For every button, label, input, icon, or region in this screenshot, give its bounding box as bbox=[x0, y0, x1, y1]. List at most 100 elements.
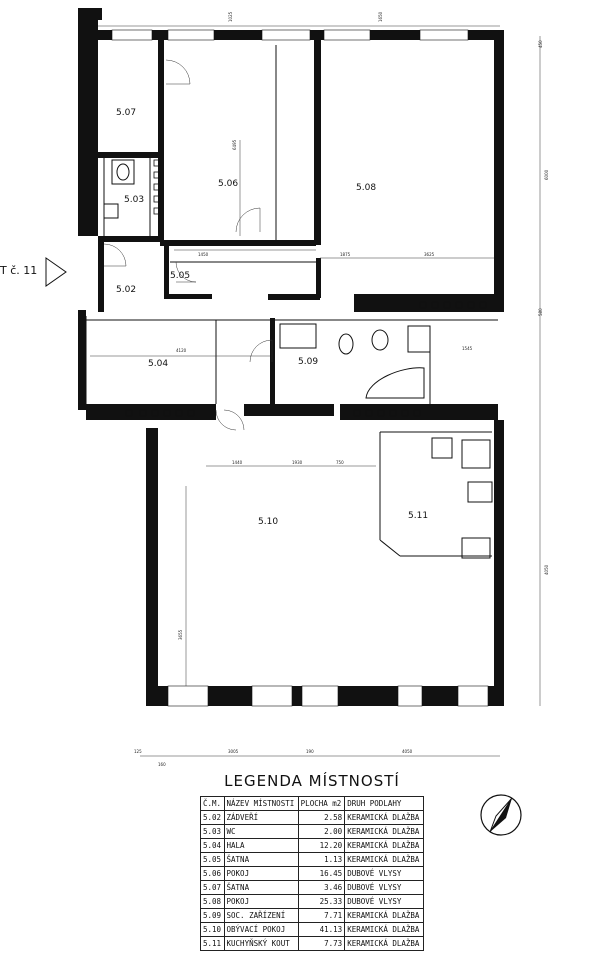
legend-cell: 41.13 bbox=[297, 922, 346, 937]
room-label-5-10: 5.10 bbox=[258, 517, 278, 527]
legend-header-row: Č.M. NÁZEV MÍSTNOSTI PLOCHA m2 DRUH PODL… bbox=[200, 796, 424, 811]
legend-cell: WC bbox=[223, 824, 299, 839]
room-label-5-09: 5.09 bbox=[298, 357, 318, 367]
legend-cell: 5.02 bbox=[200, 810, 225, 825]
legend-table: Č.M. NÁZEV MÍSTNOSTI PLOCHA m2 DRUH PODL… bbox=[200, 796, 424, 951]
walls bbox=[78, 8, 504, 706]
dim-1440: 1440 bbox=[232, 460, 243, 465]
dim-4120: 4120 bbox=[176, 348, 187, 353]
dimension-lines bbox=[90, 25, 541, 757]
room-label-5-03: 5.03 bbox=[124, 195, 144, 205]
fixtures bbox=[103, 159, 493, 559]
legend-cell: ŠATNA bbox=[223, 852, 299, 867]
windows bbox=[111, 29, 489, 707]
dim-750: 750 bbox=[336, 460, 344, 465]
legend-cell: KERAMICKÁ DLAŽBA bbox=[344, 908, 424, 923]
dim-580: 580 bbox=[538, 308, 543, 316]
legend-cell: OBÝVACÍ POKOJ bbox=[223, 922, 299, 937]
dim-right-a: 6000 bbox=[544, 169, 549, 180]
legend-cell: 5.04 bbox=[200, 838, 225, 853]
entry-label: T č. 11 bbox=[0, 264, 38, 277]
legend-cell: POKOJ bbox=[223, 866, 299, 881]
legend-header-cell: DRUH PODLAHY bbox=[344, 796, 424, 811]
legend-cell: 5.09 bbox=[200, 908, 225, 923]
room-label-5-07: 5.07 bbox=[116, 108, 136, 118]
dim-top-b: 1650 bbox=[378, 11, 383, 22]
legend-cell: HALA bbox=[223, 838, 299, 853]
room-label-5-06: 5.06 bbox=[218, 179, 238, 189]
legend-cell: 7.73 bbox=[297, 936, 346, 951]
legend-cell: KERAMICKÁ DLAŽBA bbox=[344, 936, 424, 951]
dim-450: 450 bbox=[538, 40, 543, 48]
dim-bottom-d: 125 bbox=[134, 749, 142, 754]
room-label-5-08: 5.08 bbox=[356, 183, 376, 193]
floor-plan: 5.02 5.03 5.04 5.05 5.06 5.07 5.08 5.09 … bbox=[45, 8, 549, 767]
dim-1930: 1930 bbox=[292, 460, 303, 465]
legend-cell: 16.45 bbox=[297, 866, 346, 881]
dim-right-b: 4050 bbox=[544, 564, 549, 575]
dim-bottom-e: 160 bbox=[158, 762, 166, 767]
north-arrow-icon bbox=[480, 794, 522, 836]
room-label-5-05: 5.05 bbox=[170, 271, 190, 281]
legend-cell: 5.10 bbox=[200, 922, 225, 937]
legend-cell: 1.13 bbox=[297, 852, 346, 867]
legend-cell: KERAMICKÁ DLAŽBA bbox=[344, 838, 424, 853]
dim-bottom-a: 3005 bbox=[228, 749, 239, 754]
dim-3625: 3625 bbox=[424, 252, 435, 257]
legend-cell: 12.20 bbox=[297, 838, 346, 853]
room-label-5-02: 5.02 bbox=[116, 285, 136, 295]
legend-cell: 5.03 bbox=[200, 824, 225, 839]
legend-cell: 5.06 bbox=[200, 866, 225, 881]
legend-cell: 5.07 bbox=[200, 880, 225, 895]
vent-blocks bbox=[125, 159, 487, 417]
legend-cell: ŠATNA bbox=[223, 880, 299, 895]
legend-cell: DUBOVÉ VLYSY bbox=[344, 866, 424, 881]
legend-cell: KERAMICKÁ DLAŽBA bbox=[344, 810, 424, 825]
legend-header-cell: Č.M. bbox=[200, 796, 225, 811]
legend-cell: SOC. ZAŘÍZENÍ bbox=[223, 908, 299, 923]
dim-bottom-c: 190 bbox=[306, 749, 314, 754]
dim-1545: 1545 bbox=[462, 346, 473, 351]
room-label-5-04: 5.04 bbox=[148, 359, 168, 369]
legend-cell: 5.05 bbox=[200, 852, 225, 867]
dim-bottom-b: 4050 bbox=[402, 749, 413, 754]
dim-1875: 1875 bbox=[340, 252, 351, 257]
interior-lines bbox=[85, 45, 498, 557]
room-label-5-11: 5.11 bbox=[408, 511, 428, 521]
legend-cell: 7.71 bbox=[297, 908, 346, 923]
legend-cell: 2.00 bbox=[297, 824, 346, 839]
legend-cell: ZÁDVEŘÍ bbox=[223, 810, 299, 825]
entry-arrow-icon bbox=[45, 257, 67, 287]
legend-cell: DUBOVÉ VLYSY bbox=[344, 880, 424, 895]
legend-header-cell: NÁZEV MÍSTNOSTI bbox=[223, 796, 299, 811]
dim-1450: 1450 bbox=[198, 252, 209, 257]
legend-cell: KERAMICKÁ DLAŽBA bbox=[344, 922, 424, 937]
legend-cell: 3.46 bbox=[297, 880, 346, 895]
dim-top-a: 1025 bbox=[228, 11, 233, 22]
legend-header-cell: PLOCHA m2 bbox=[297, 796, 346, 811]
dim-3655: 3655 bbox=[178, 629, 183, 640]
legend-cell: 25.33 bbox=[297, 894, 346, 909]
legend-cell: 5.11 bbox=[200, 936, 225, 951]
dim-6495: 6495 bbox=[232, 139, 237, 150]
legend-cell: KERAMICKÁ DLAŽBA bbox=[344, 824, 424, 839]
legend-cell: 5.08 bbox=[200, 894, 225, 909]
legend-cell: KUCHYŇSKÝ KOUT bbox=[223, 936, 299, 951]
legend-title: LEGENDA MÍSTNOSTÍ bbox=[224, 772, 400, 790]
legend-cell: POKOJ bbox=[223, 894, 299, 909]
legend-cell: 2.58 bbox=[297, 810, 346, 825]
door-swings bbox=[103, 59, 273, 431]
legend-cell: KERAMICKÁ DLAŽBA bbox=[344, 852, 424, 867]
legend-cell: DUBOVÉ VLYSY bbox=[344, 894, 424, 909]
